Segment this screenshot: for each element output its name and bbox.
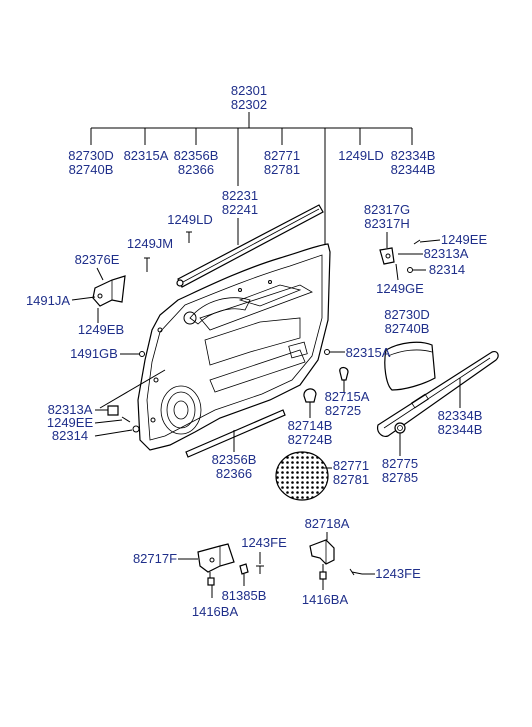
screw-1249jm — [144, 257, 150, 272]
label-82718a: 82718A — [305, 516, 350, 531]
cap-82714b — [303, 388, 317, 403]
label-82775: 82775 — [382, 456, 418, 471]
label-82356b-bottom: 82356B — [212, 452, 257, 467]
label-81385b: 81385B — [222, 588, 267, 603]
label-82714b: 82714B — [288, 418, 333, 433]
clip-82313a — [107, 405, 119, 416]
label-82241: 82241 — [222, 202, 258, 217]
label-82785: 82785 — [382, 470, 418, 485]
label-82334b-top: 82334B — [391, 148, 436, 163]
nut-82314-right — [407, 267, 413, 273]
label-1249ee-right: 1249EE — [441, 232, 488, 247]
label-82366-bottom: 82366 — [216, 466, 252, 481]
label-82356b-top: 82356B — [174, 148, 219, 163]
label-82740b-right: 82740B — [385, 321, 430, 336]
label-82317h: 82317H — [364, 216, 410, 231]
label-82334b-right: 82334B — [438, 408, 483, 423]
label-82781-top: 82781 — [264, 162, 300, 177]
label-1249ge: 1249GE — [376, 281, 424, 296]
screw-1249ld — [186, 231, 192, 243]
bracket-82718a — [309, 539, 335, 565]
label-1249eb: 1249EB — [78, 322, 124, 337]
label-82302: 82302 — [231, 97, 267, 112]
bolt-1491gb — [139, 351, 145, 357]
label-82317g: 82317G — [364, 202, 410, 217]
label-1491gb: 1491GB — [70, 346, 118, 361]
cap-82775 — [394, 422, 406, 434]
label-82730d-right: 82730D — [384, 307, 430, 322]
clip-81385b — [239, 563, 249, 575]
label-82313a-left: 82313A — [48, 402, 93, 417]
label-1416ba-left: 1416BA — [192, 604, 239, 619]
label-82344b-top: 82344B — [391, 162, 436, 177]
bracket-82717f — [197, 543, 235, 573]
label-82730d: 82730D — [68, 148, 114, 163]
label-82376e: 82376E — [75, 252, 120, 267]
label-1249ld-top: 1249LD — [338, 148, 384, 163]
bracket-82376e — [92, 275, 126, 307]
label-1416ba-right: 1416BA — [302, 592, 349, 607]
label-1243fe-right: 1243FE — [375, 566, 421, 581]
cap-82715a — [339, 366, 349, 381]
label-82740b: 82740B — [69, 162, 114, 177]
weatherstrip-part — [176, 204, 324, 288]
label-1249ee-left: 1249EE — [47, 415, 94, 430]
bottom-strip-82356b — [185, 409, 286, 458]
armrest-pad-82730d — [384, 341, 436, 391]
label-82344b-right: 82344B — [438, 422, 483, 437]
label-82314-left: 82314 — [52, 428, 88, 443]
door-trim-panel — [137, 243, 331, 451]
label-82724b: 82724B — [288, 432, 333, 447]
label-82715a: 82715A — [325, 389, 370, 404]
label-82301: 82301 — [231, 83, 267, 98]
label-82313a-right: 82313A — [424, 246, 469, 261]
label-82771-top: 82771 — [264, 148, 300, 163]
label-1491ja: 1491JA — [26, 293, 70, 308]
bracket-82317g — [379, 247, 395, 265]
label-82231: 82231 — [222, 188, 258, 203]
label-1249jm: 1249JM — [127, 236, 173, 251]
clip-82315a — [324, 349, 330, 355]
nut-82314-left — [132, 425, 140, 433]
label-82366-top: 82366 — [178, 162, 214, 177]
label-1243fe-left: 1243FE — [241, 535, 287, 550]
long-trim-82334b — [377, 351, 499, 437]
speaker-grille-82771 — [275, 451, 329, 501]
nut-1416ba-right — [319, 571, 327, 580]
label-82725: 82725 — [325, 403, 361, 418]
label-82717f: 82717F — [133, 551, 177, 566]
label-1249ld-left: 1249LD — [167, 212, 213, 227]
label-82315a-mid: 82315A — [346, 345, 391, 360]
nut-1416ba-left — [207, 577, 215, 586]
label-82314-right: 82314 — [429, 262, 465, 277]
label-82771-bottom: 82771 — [333, 458, 369, 473]
label-82315a-top: 82315A — [124, 148, 169, 163]
label-82781-bottom: 82781 — [333, 472, 369, 487]
